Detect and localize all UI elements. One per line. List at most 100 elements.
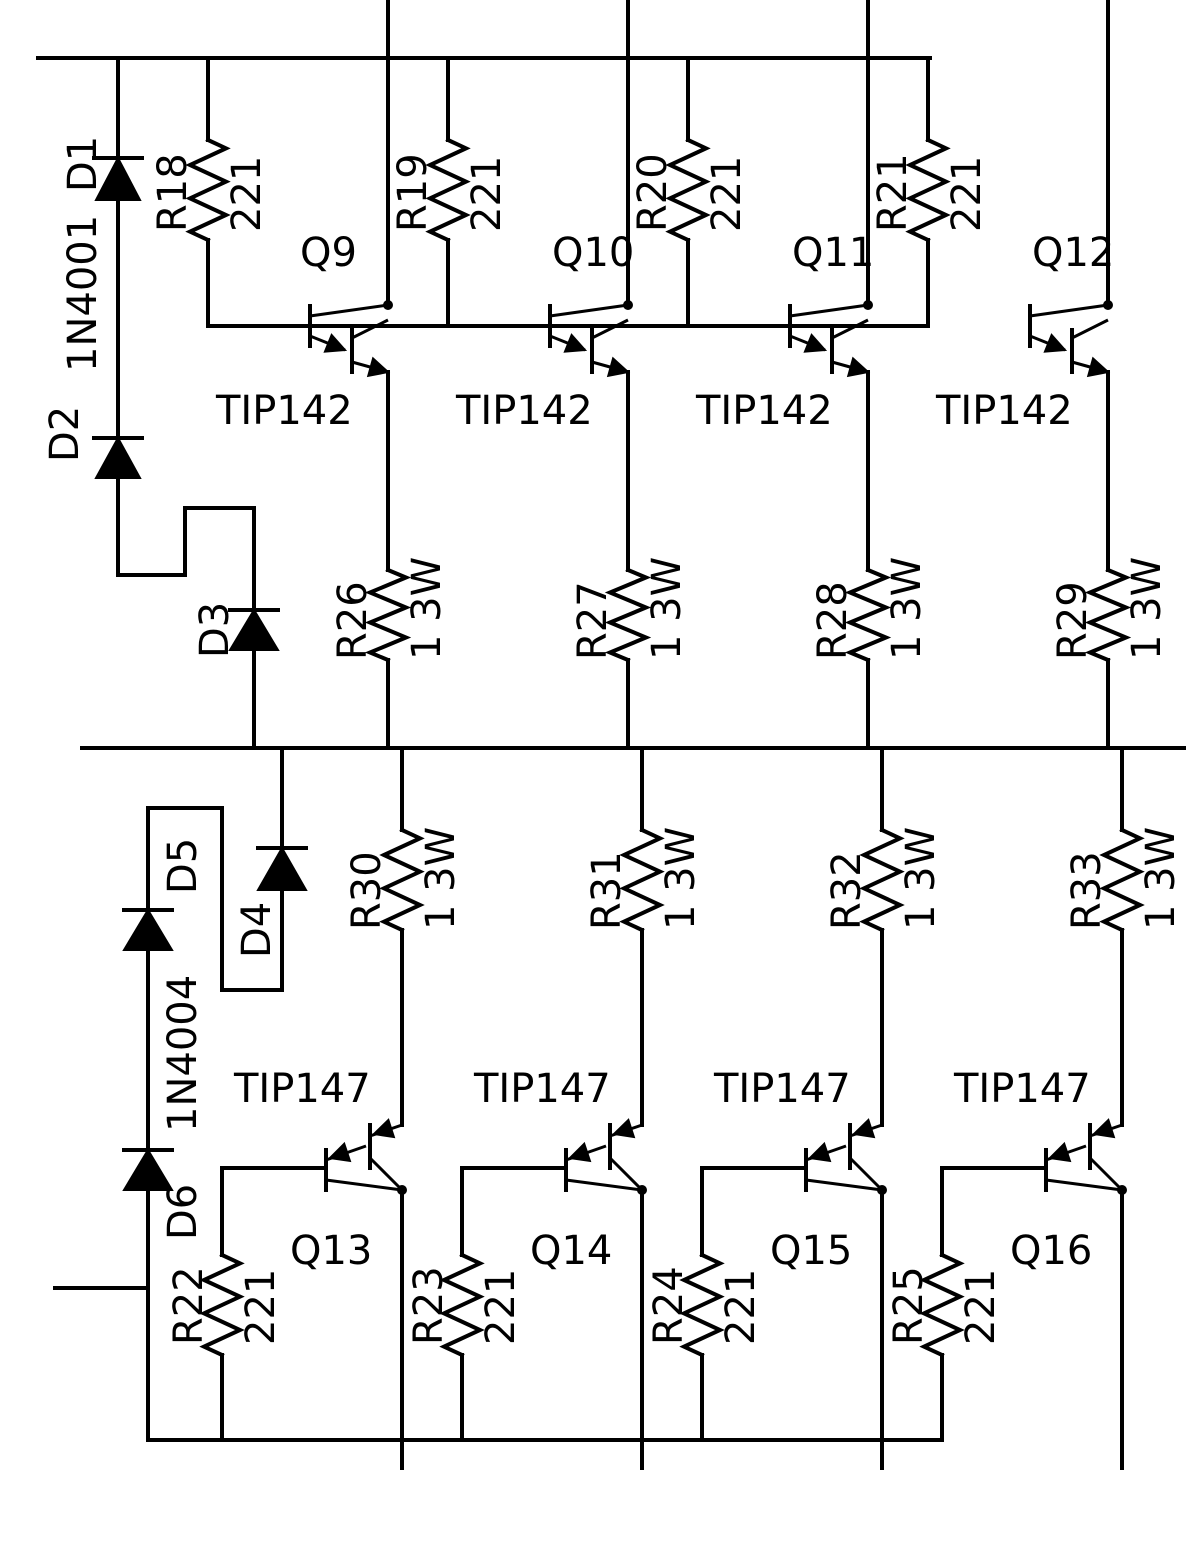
resistor-r19-symbol bbox=[425, 137, 471, 243]
resistor-r30-symbol bbox=[379, 827, 425, 933]
base-resistor-value: 221 bbox=[238, 1269, 284, 1345]
transistor-ref: Q12 bbox=[1032, 230, 1114, 276]
transistor-part-number: TIP147 bbox=[473, 1066, 611, 1112]
base-resistor-ref: R25 bbox=[886, 1266, 932, 1345]
resistor-r25-symbol bbox=[919, 1252, 965, 1358]
transistor-part-number: TIP147 bbox=[953, 1066, 1091, 1112]
resistor-r27-symbol bbox=[604, 567, 652, 663]
resistor-r20-symbol bbox=[665, 137, 711, 243]
collector-link bbox=[1029, 303, 1109, 318]
resistor-r31-symbol bbox=[619, 827, 665, 933]
emitter-resistor-value: 1 3W bbox=[644, 557, 690, 660]
emitter-arrow bbox=[1091, 1118, 1116, 1139]
emitter-arrow bbox=[1043, 333, 1068, 353]
junction-dot bbox=[383, 300, 393, 310]
transistor-ref: Q11 bbox=[792, 230, 874, 276]
emitter-arrow bbox=[1047, 1141, 1072, 1163]
collector-link bbox=[591, 318, 629, 340]
emitter-arrow bbox=[323, 333, 348, 353]
emitter-resistor-ref: R31 bbox=[584, 851, 630, 930]
diode-d4-label: D4 bbox=[234, 902, 280, 958]
diode-d3-symbol bbox=[228, 608, 280, 651]
collector-link bbox=[848, 1156, 884, 1192]
collector-link bbox=[565, 1178, 643, 1192]
emitter-resistor-value: 1 3W bbox=[884, 557, 930, 660]
collector-link bbox=[325, 1178, 403, 1192]
emitter-resistor-value: 1 3W bbox=[658, 827, 704, 930]
base-resistor-value: 221 bbox=[958, 1269, 1004, 1345]
diode-d5-label: D5 bbox=[160, 838, 206, 894]
diode-d6-label: D6 bbox=[160, 1184, 206, 1240]
transistor-part-number: TIP147 bbox=[713, 1066, 851, 1112]
collector-link bbox=[831, 318, 869, 340]
resistor-r23-symbol bbox=[439, 1252, 485, 1358]
diode-d5-symbol bbox=[122, 908, 174, 951]
emitter-resistor-ref: R33 bbox=[1064, 851, 1110, 930]
collector-link bbox=[1071, 318, 1109, 340]
junction-dot bbox=[863, 300, 873, 310]
base-resistor-ref: R21 bbox=[870, 153, 916, 232]
collector-link bbox=[1045, 1178, 1123, 1192]
emitter-resistor-value: 1 3W bbox=[1124, 557, 1170, 660]
emitter-resistor-ref: R27 bbox=[570, 581, 616, 660]
transistor-part-number: TIP142 bbox=[695, 388, 833, 434]
emitter-arrow bbox=[611, 1118, 636, 1139]
base-resistor-ref: R23 bbox=[406, 1266, 452, 1345]
diode-d3-label: D3 bbox=[192, 602, 238, 658]
emitter-resistor-ref: R32 bbox=[824, 851, 870, 930]
diode-d4-symbol bbox=[256, 845, 308, 891]
base-resistor-value: 221 bbox=[464, 156, 510, 232]
transistor-ref: Q10 bbox=[552, 230, 634, 276]
base-resistor-ref: R22 bbox=[166, 1266, 212, 1345]
base-resistor-ref: R19 bbox=[390, 153, 436, 232]
emitter-resistor-value: 1 3W bbox=[898, 827, 944, 930]
resistor-r29-symbol bbox=[1084, 567, 1132, 663]
emitter-resistor-value: 1 3W bbox=[418, 827, 464, 930]
collector-link bbox=[368, 1156, 404, 1192]
collector-link bbox=[1088, 1156, 1124, 1192]
resistor-r22-symbol bbox=[199, 1252, 245, 1358]
collector-link bbox=[549, 303, 629, 318]
emitter-arrow bbox=[563, 333, 588, 353]
resistor-r26-symbol bbox=[364, 567, 412, 663]
base-resistor-ref: R24 bbox=[646, 1266, 692, 1345]
collector-link bbox=[608, 1156, 644, 1192]
emitter-arrow bbox=[807, 1141, 832, 1163]
resistor-r21-symbol bbox=[905, 137, 951, 243]
base-resistor-ref: R20 bbox=[630, 153, 676, 232]
diode-type-bottom-label: 1N4004 bbox=[160, 975, 206, 1132]
collector-link bbox=[309, 303, 389, 318]
emitter-resistor-ref: R29 bbox=[1050, 581, 1096, 660]
diode-d1-symbol bbox=[92, 155, 144, 201]
resistor-r33-symbol bbox=[1099, 827, 1145, 933]
transistor-part-number: TIP142 bbox=[455, 388, 593, 434]
transistor-ref: Q13 bbox=[290, 1228, 372, 1274]
base-resistor-value: 221 bbox=[704, 156, 750, 232]
emitter-arrow bbox=[1086, 356, 1111, 378]
transistor-part-number: TIP147 bbox=[233, 1066, 371, 1112]
collector-link bbox=[789, 303, 869, 318]
diode-type-top-label: 1N4001 bbox=[60, 215, 106, 372]
transistor-part-number: TIP142 bbox=[935, 388, 1073, 434]
junction-dot bbox=[1103, 300, 1113, 310]
emitter-resistor-ref: R30 bbox=[344, 851, 390, 930]
transistor-ref: Q15 bbox=[770, 1228, 852, 1274]
emitter-arrow bbox=[366, 356, 391, 378]
emitter-arrow bbox=[371, 1118, 396, 1139]
base-resistor-value: 221 bbox=[944, 156, 990, 232]
diode-d1-label: D1 bbox=[60, 136, 106, 192]
transistor-part-number: TIP142 bbox=[215, 388, 353, 434]
base-resistor-value: 221 bbox=[718, 1269, 764, 1345]
collector-link bbox=[351, 318, 389, 340]
diode-d2-label: D2 bbox=[42, 406, 88, 462]
base-resistor-value: 221 bbox=[478, 1269, 524, 1345]
emitter-arrow bbox=[606, 356, 631, 378]
